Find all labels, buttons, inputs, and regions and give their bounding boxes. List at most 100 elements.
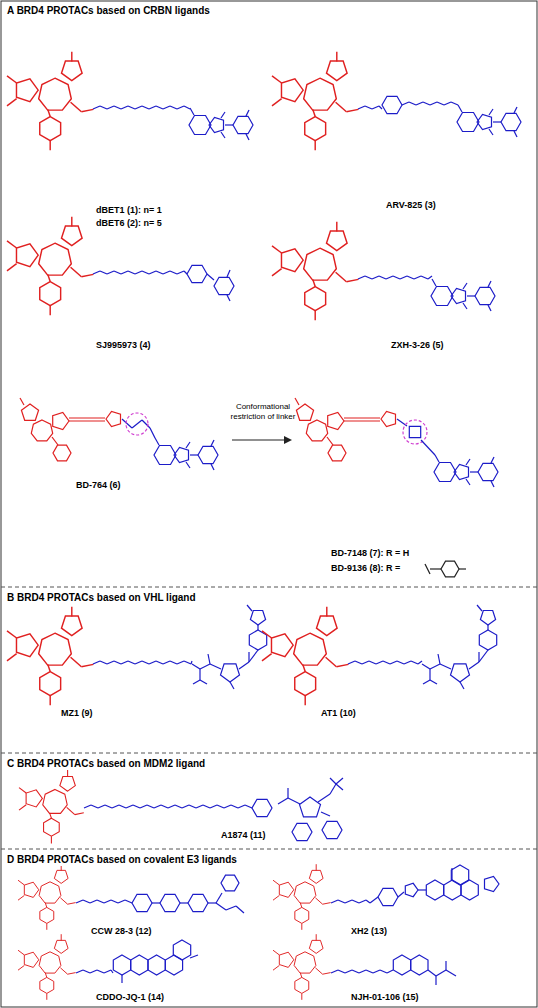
bond: [336, 222, 337, 232]
bond: [440, 664, 451, 669]
bond: [51, 836, 52, 843]
ring: [381, 411, 396, 426]
bond: [313, 109, 315, 116]
bond: [463, 303, 467, 309]
bond: [404, 661, 411, 664]
ring: [434, 463, 456, 482]
bond: [479, 650, 488, 662]
bond: [19, 805, 26, 810]
bond: [273, 965, 279, 970]
bond: [100, 661, 107, 664]
bond: [175, 805, 182, 808]
ring: [148, 955, 165, 975]
ring: [393, 955, 410, 975]
ring: [501, 113, 521, 130]
bond: [239, 662, 249, 669]
ring: [26, 790, 42, 807]
bond: [121, 271, 128, 274]
bond: [366, 900, 370, 903]
ring: [131, 955, 148, 975]
bond: [336, 272, 347, 282]
bond: [272, 99, 282, 106]
ring: [250, 611, 265, 626]
bond: [362, 661, 369, 664]
ring: [479, 630, 496, 650]
bond: [477, 605, 482, 611]
bond: [68, 903, 76, 905]
ring: [304, 248, 337, 280]
bond: [107, 106, 114, 109]
compound-label: ARV-825 (3): [385, 200, 437, 211]
bond: [249, 650, 258, 662]
bond: [316, 934, 317, 940]
bond: [398, 892, 404, 897]
ring: [294, 952, 316, 973]
panel-heading: A BRD4 PROTACs based on CRBN ligands: [4, 4, 213, 17]
panel-divider: [1, 849, 537, 850]
ring: [271, 634, 293, 657]
ring: [451, 865, 468, 885]
ring: [53, 445, 71, 461]
bond: [48, 109, 50, 116]
ring: [44, 818, 60, 836]
bond: [69, 417, 105, 418]
bond: [430, 102, 437, 105]
panel-divider: [1, 753, 537, 754]
bond: [128, 271, 135, 274]
ring: [279, 882, 293, 897]
bond: [18, 950, 24, 955]
ring: [281, 79, 303, 102]
compound-label: dBET6 (2): n= 5: [95, 218, 163, 229]
bond: [238, 805, 245, 808]
ring: [53, 412, 69, 429]
ring: [21, 404, 38, 420]
bond: [71, 217, 72, 227]
bond: [104, 900, 111, 903]
compound-label: AT1 (10): [320, 708, 357, 719]
bond: [386, 276, 393, 279]
bond: [359, 970, 366, 973]
bond: [344, 420, 380, 421]
ring: [478, 463, 498, 480]
ring: [281, 249, 303, 272]
bond: [226, 906, 236, 910]
ring: [188, 894, 208, 911]
bond: [76, 900, 83, 903]
ring: [154, 446, 176, 465]
bond: [121, 975, 122, 983]
bond: [313, 279, 315, 286]
bond: [221, 132, 225, 138]
ring: [295, 907, 309, 923]
bond: [211, 440, 214, 446]
compound-label: BD-764 (6): [75, 480, 122, 491]
bond: [338, 900, 345, 903]
bond: [216, 903, 226, 910]
bond: [75, 813, 84, 815]
ring: [305, 117, 326, 141]
bond: [336, 52, 337, 62]
bond: [466, 479, 470, 485]
bond: [182, 805, 189, 808]
ring: [431, 287, 453, 306]
bond: [45, 973, 47, 978]
bond: [262, 631, 272, 638]
bond: [168, 805, 175, 808]
bond: [425, 564, 430, 574]
bond: [107, 661, 114, 664]
bond: [491, 481, 494, 487]
bond: [180, 902, 188, 903]
bond: [84, 805, 91, 808]
bond: [150, 428, 155, 438]
bond: [359, 900, 366, 903]
bond: [100, 106, 107, 109]
bond: [331, 970, 338, 973]
bond: [147, 805, 154, 808]
bond: [190, 108, 194, 115]
ring: [16, 79, 38, 102]
bond: [245, 805, 252, 808]
bond: [488, 305, 491, 311]
bond: [100, 271, 107, 274]
bond: [93, 271, 100, 274]
ring: [441, 561, 459, 577]
bond: [272, 269, 282, 276]
